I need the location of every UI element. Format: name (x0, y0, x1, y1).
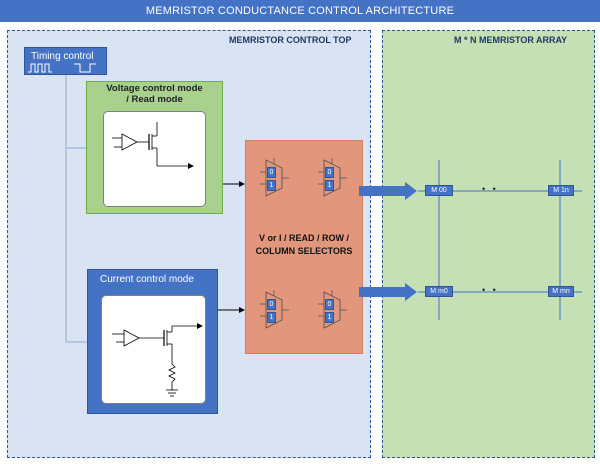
current-circuit-box (101, 295, 206, 404)
mux-bottom-right: 0 1 (316, 290, 348, 330)
memristor-cell-m00: M 00 (425, 185, 453, 196)
mux-input-1: 1 (267, 180, 276, 191)
selector-label: V or I / READ / ROW / COLUMN SELECTORS (245, 232, 363, 258)
mux-input-0: 0 (325, 299, 334, 310)
mux-top-right: 0 1 (316, 158, 348, 198)
mux-input-1: 1 (267, 312, 276, 323)
mux-bottom-left: 0 1 (258, 290, 290, 330)
selector-label-line2: COLUMN SELECTORS (255, 246, 353, 256)
mux-shape (260, 158, 289, 197)
diagram-title: MEMRISTOR CONDUCTANCE CONTROL ARCHITECTU… (0, 0, 600, 22)
mux-input-1: 1 (325, 312, 334, 323)
voltage-label-line1: Voltage control mode (106, 83, 203, 94)
row-ellipsis-top: • • (482, 184, 496, 194)
memristor-array-title: M * N MEMRISTOR ARRAY (454, 35, 568, 45)
voltage-control-label: Voltage control mode / Read mode (86, 83, 223, 105)
mux-top-left: 0 1 (258, 158, 290, 198)
mux-input-1: 1 (325, 180, 334, 191)
timing-control-label: Timing control (31, 51, 94, 62)
row-ellipsis-bottom: • • (482, 285, 496, 295)
current-control-label: Current control mode (100, 274, 194, 285)
memristor-cell-mmn: M mn (548, 286, 574, 297)
mux-shape (260, 290, 289, 329)
mux-input-0: 0 (267, 299, 276, 310)
waveform-icon (28, 63, 96, 73)
mux-input-0: 0 (267, 167, 276, 178)
mux-shape (318, 290, 347, 329)
memristor-cell-mm0: M m0 (425, 286, 453, 297)
mux-shape (318, 158, 347, 197)
current-circuit-schematic (112, 323, 203, 397)
selector-block (245, 140, 363, 354)
memristor-cell-m1n: M 1n (548, 185, 574, 196)
voltage-circuit-box (103, 111, 206, 207)
selector-label-line1: V or I / READ / ROW / (258, 233, 349, 243)
voltage-circuit-schematic (112, 122, 194, 169)
voltage-label-line2: / Read mode (126, 94, 183, 105)
control-top-title: MEMRISTOR CONTROL TOP (229, 35, 352, 45)
mux-input-0: 0 (325, 167, 334, 178)
